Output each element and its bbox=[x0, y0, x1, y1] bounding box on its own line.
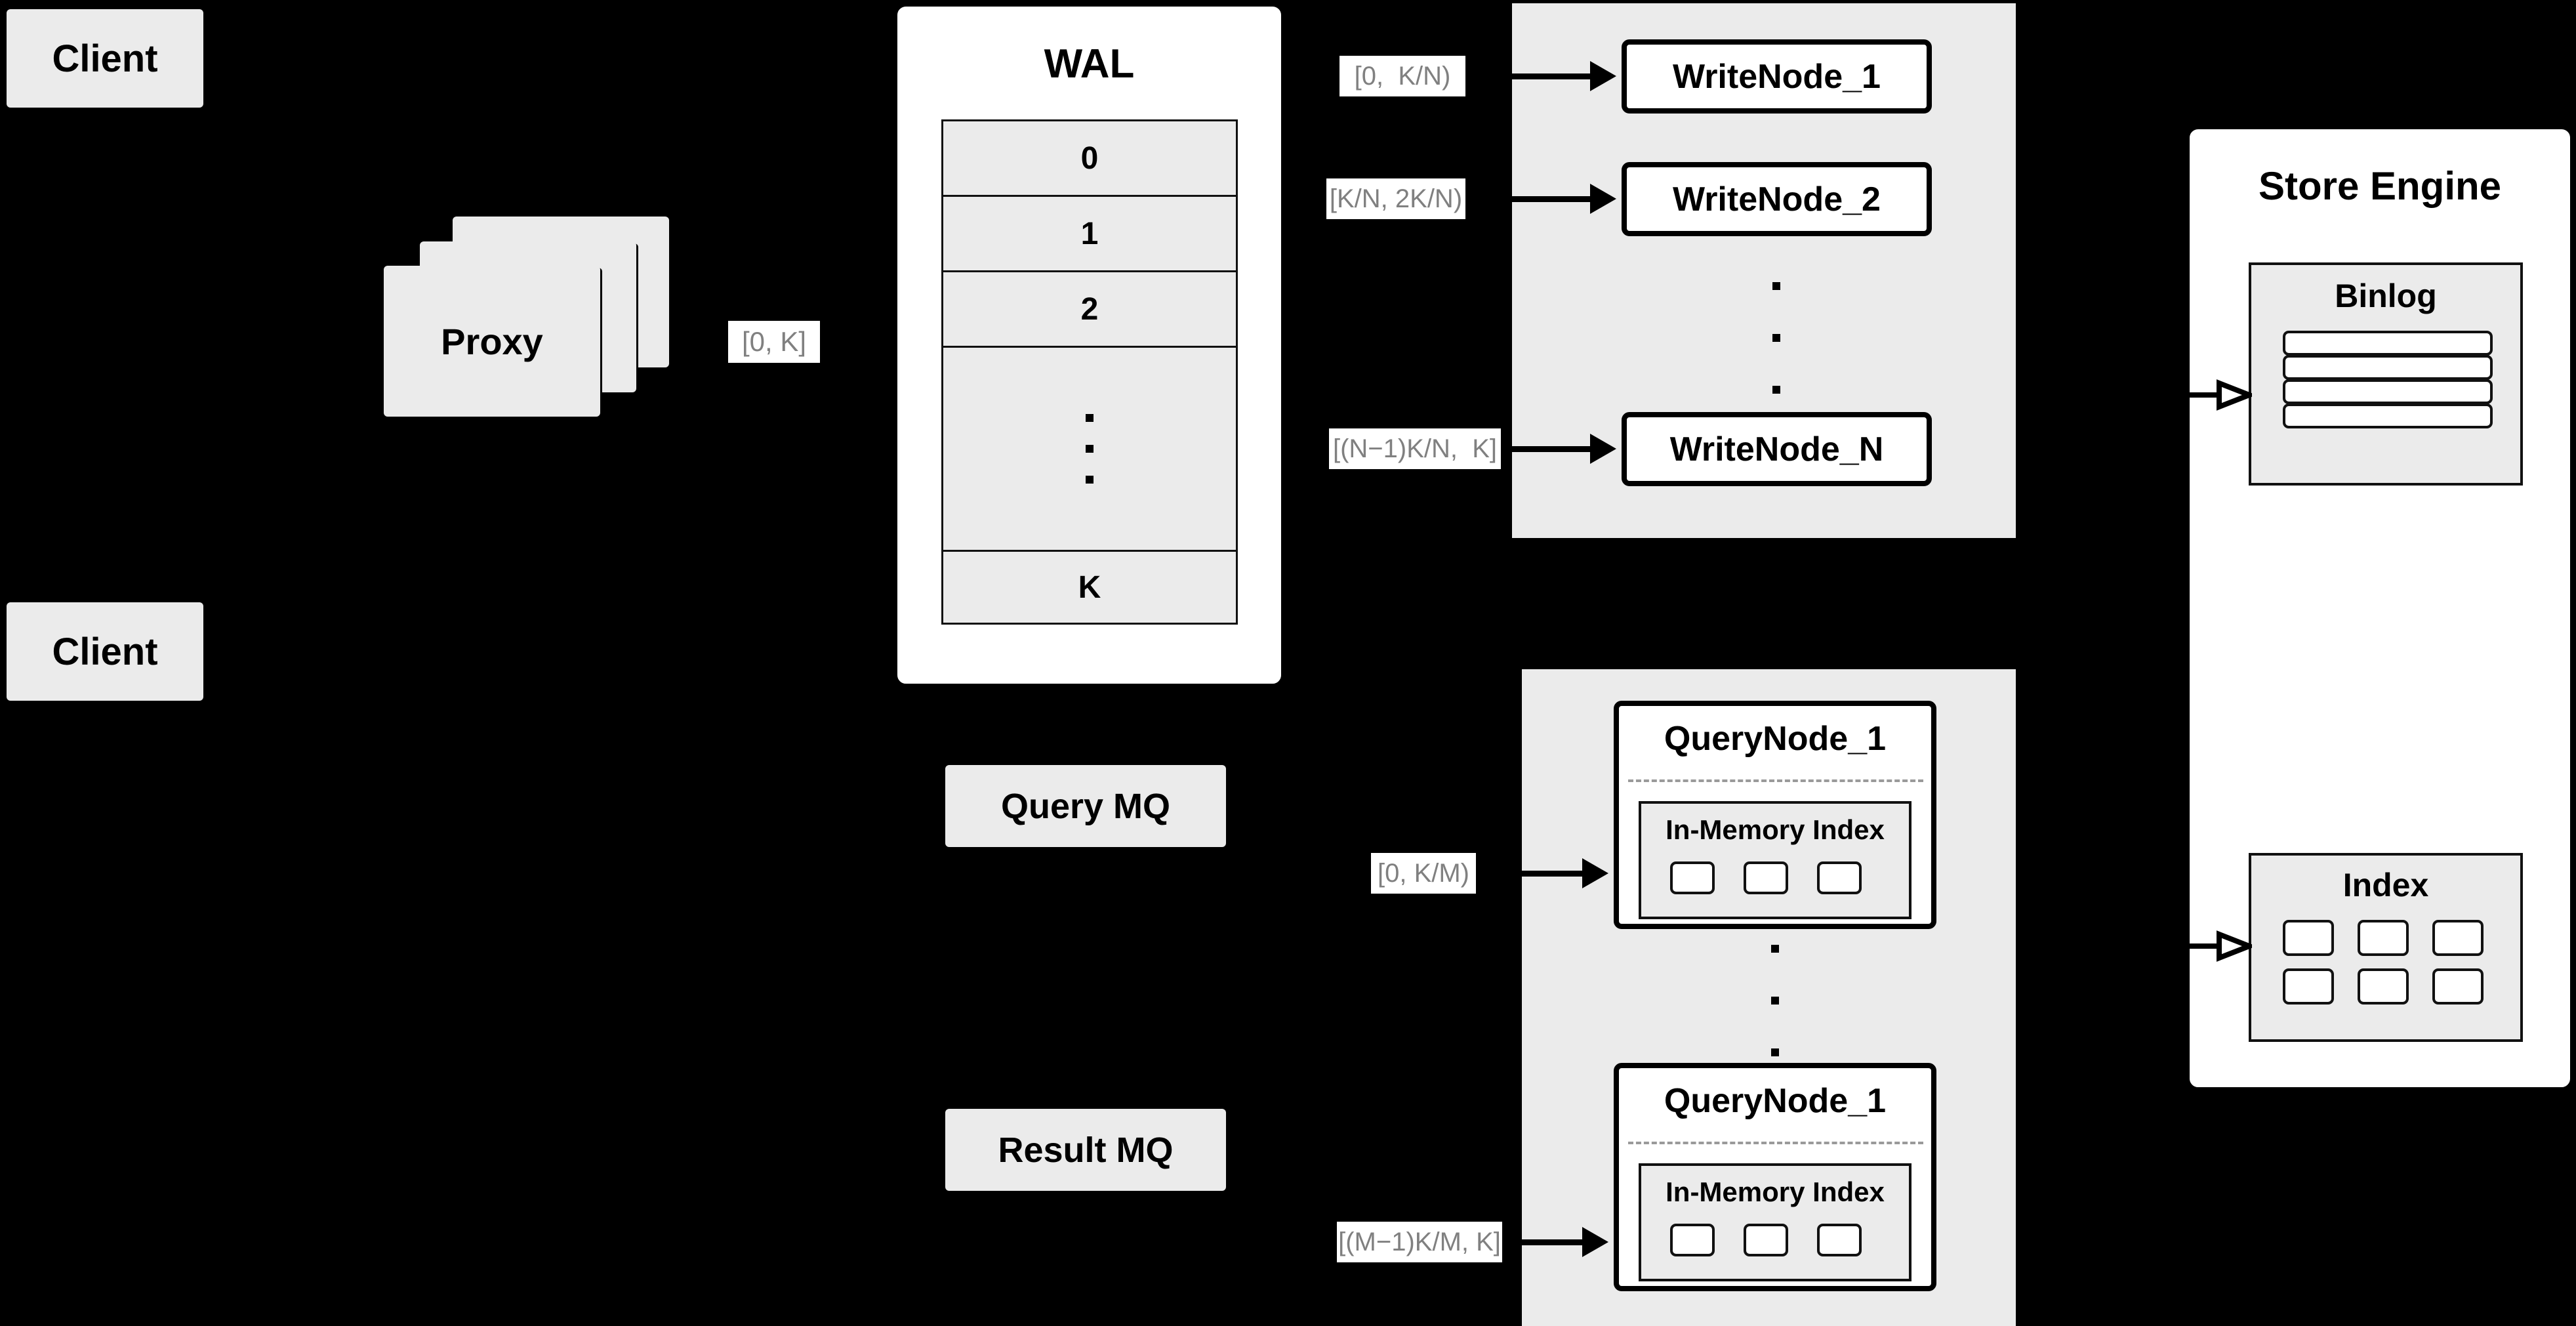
proxy-to-wal-range-text: [0, K] bbox=[741, 326, 807, 357]
dot-2 bbox=[1086, 445, 1094, 453]
result-mq-box[interactable]: Result MQ bbox=[945, 1109, 1226, 1191]
binlog-slab[interactable] bbox=[2283, 331, 2493, 356]
write-node-2-range-label: [K/N, 2K/N) bbox=[1326, 178, 1465, 219]
client-label-1: Client bbox=[52, 37, 158, 80]
query-node-2-title: QueryNode_1 bbox=[1664, 1082, 1887, 1120]
index-cell[interactable] bbox=[2432, 920, 2484, 956]
write-node-n-label: WriteNode_N bbox=[1669, 430, 1884, 468]
client-box-2[interactable]: Client bbox=[7, 602, 203, 701]
write-node-n[interactable]: WriteNode_N bbox=[1622, 412, 1932, 486]
query-mq-label: Query MQ bbox=[1000, 786, 1171, 826]
write-node-1-label: WriteNode_1 bbox=[1673, 57, 1881, 96]
query-group-ellipsis-dots bbox=[1771, 945, 1779, 1056]
write-node-1[interactable]: WriteNode_1 bbox=[1622, 39, 1932, 114]
query-node-2[interactable]: QueryNode_1 In-Memory Index bbox=[1614, 1063, 1936, 1291]
wal-row-ellipsis bbox=[943, 348, 1236, 552]
wal-row-2[interactable]: 2 bbox=[943, 272, 1236, 348]
write-node-n-arrow-shaft bbox=[1503, 446, 1591, 452]
query-node-1-divider bbox=[1628, 779, 1923, 782]
wal-ellipsis-dots bbox=[1086, 414, 1094, 484]
wal-row-k[interactable]: K bbox=[943, 552, 1236, 623]
index-cell[interactable] bbox=[2432, 968, 2484, 1005]
index-cell[interactable] bbox=[2283, 920, 2334, 956]
query-node-2-divider bbox=[1628, 1142, 1923, 1144]
binlog-slab[interactable] bbox=[2283, 355, 2493, 380]
write-node-n-arrow-head bbox=[1590, 434, 1616, 464]
query-node-1[interactable]: QueryNode_1 In-Memory Index bbox=[1614, 701, 1936, 929]
result-mq-label: Result MQ bbox=[998, 1130, 1174, 1170]
index-cell[interactable] bbox=[1744, 1224, 1788, 1256]
wal-row-label-k: K bbox=[1078, 570, 1101, 605]
dot-1 bbox=[1772, 282, 1780, 290]
dot-1 bbox=[1086, 414, 1094, 422]
query-node-2-range-label: [(M−1)K/M, K] bbox=[1337, 1222, 1502, 1262]
query-mq-box[interactable]: Query MQ bbox=[945, 765, 1226, 847]
index-cell[interactable] bbox=[2283, 968, 2334, 1005]
write-node-1-arrow-head bbox=[1590, 61, 1616, 91]
index-arrow-icon bbox=[2186, 930, 2257, 962]
query-node-2-in-memory-index-panel: In-Memory Index bbox=[1639, 1163, 1912, 1281]
index-cell[interactable] bbox=[2358, 920, 2409, 956]
client-label-2: Client bbox=[52, 630, 158, 673]
write-node-n-range-label: [(N−1)K/N, K] bbox=[1329, 428, 1501, 469]
wal-table: 0 1 2 K bbox=[941, 119, 1238, 625]
proxy-label: Proxy bbox=[441, 320, 543, 362]
binlog-inbound-arrow bbox=[2186, 379, 2257, 411]
query-node-1-range-text: [0, K/M) bbox=[1377, 859, 1470, 888]
write-node-2[interactable]: WriteNode_2 bbox=[1622, 162, 1932, 236]
binlog-title: Binlog bbox=[2335, 278, 2437, 314]
query-node-1-in-memory-index-title: In-Memory Index bbox=[1666, 814, 1885, 845]
query-node-2-arrow-head bbox=[1582, 1227, 1608, 1257]
dot-1 bbox=[1771, 945, 1779, 953]
binlog-arrow-icon bbox=[2186, 379, 2257, 411]
dot-3 bbox=[1772, 386, 1780, 394]
write-node-1-arrow-shaft bbox=[1473, 73, 1591, 79]
dot-2 bbox=[1771, 997, 1779, 1005]
dot-3 bbox=[1771, 1048, 1779, 1056]
wal-row-1[interactable]: 1 bbox=[943, 197, 1236, 272]
write-group-ellipsis-dots bbox=[1772, 282, 1780, 394]
write-node-2-label: WriteNode_2 bbox=[1673, 180, 1881, 218]
store-engine-title: Store Engine bbox=[2258, 164, 2502, 208]
client-box-1[interactable]: Client bbox=[7, 9, 203, 108]
dot-3 bbox=[1086, 476, 1094, 484]
write-node-1-range-label: [0, K/N) bbox=[1339, 56, 1465, 96]
write-node-n-range-text: [(N−1)K/N, K] bbox=[1332, 434, 1498, 463]
query-node-2-arrow-shaft bbox=[1509, 1239, 1584, 1245]
query-node-1-in-memory-index-panel: In-Memory Index bbox=[1639, 801, 1912, 919]
write-node-2-arrow-shaft bbox=[1473, 196, 1591, 202]
binlog-slab[interactable] bbox=[2283, 379, 2493, 404]
index-title: Index bbox=[2342, 867, 2429, 903]
index-cell[interactable] bbox=[1670, 1224, 1715, 1256]
query-node-1-arrow-shaft bbox=[1484, 871, 1584, 877]
proxy-to-wal-range-label: [0, K] bbox=[728, 321, 820, 363]
query-node-2-in-memory-index-title: In-Memory Index bbox=[1666, 1176, 1885, 1207]
wal-title: WAL bbox=[1044, 41, 1135, 87]
index-cell[interactable] bbox=[2358, 968, 2409, 1005]
wal-row-0[interactable]: 0 bbox=[943, 121, 1236, 197]
query-node-1-arrow-head bbox=[1582, 858, 1608, 888]
proxy-box[interactable]: Proxy bbox=[384, 266, 600, 417]
binlog-panel: Binlog bbox=[2249, 262, 2523, 486]
index-cell[interactable] bbox=[1670, 861, 1715, 894]
index-cell[interactable] bbox=[1817, 1224, 1862, 1256]
index-cell[interactable] bbox=[1744, 861, 1788, 894]
index-inbound-arrow bbox=[2186, 930, 2257, 962]
dot-2 bbox=[1772, 334, 1780, 342]
binlog-slab[interactable] bbox=[2283, 404, 2493, 428]
index-cell[interactable] bbox=[1817, 861, 1862, 894]
query-node-1-range-label: [0, K/M) bbox=[1371, 853, 1476, 894]
query-node-1-title: QueryNode_1 bbox=[1664, 720, 1887, 758]
write-node-2-range-text: [K/N, 2K/N) bbox=[1329, 184, 1463, 213]
wal-row-label-1: 1 bbox=[1080, 216, 1099, 251]
wal-row-label-0: 0 bbox=[1080, 140, 1099, 176]
query-node-2-range-text: [(M−1)K/M, K] bbox=[1338, 1228, 1501, 1256]
wal-row-label-2: 2 bbox=[1080, 291, 1099, 327]
write-node-1-range-text: [0, K/N) bbox=[1354, 62, 1451, 91]
write-node-2-arrow-head bbox=[1590, 184, 1616, 214]
index-panel: Index bbox=[2249, 853, 2523, 1042]
